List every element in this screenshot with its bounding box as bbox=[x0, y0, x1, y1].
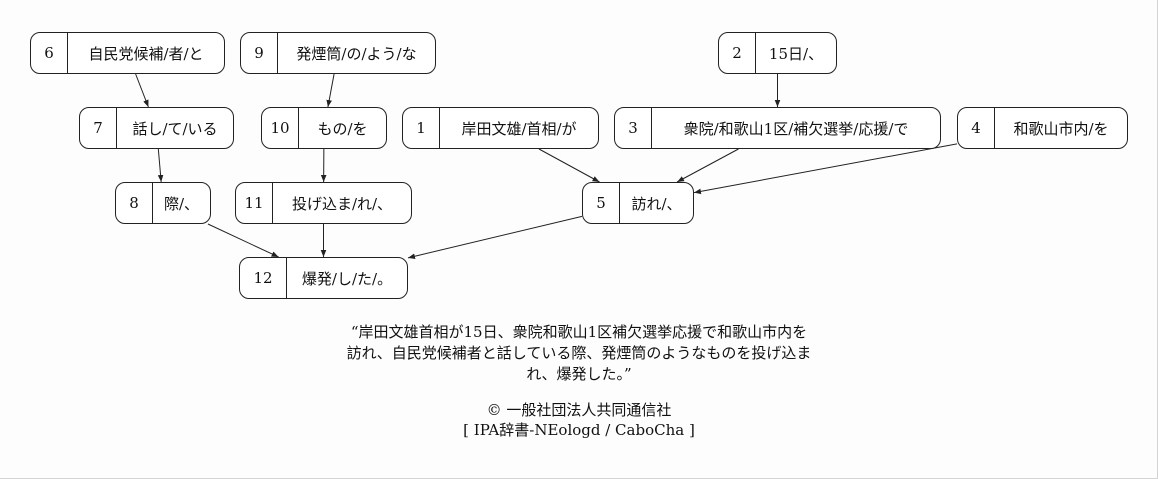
node-id: 8 bbox=[116, 183, 153, 223]
node-id: 1 bbox=[403, 108, 440, 148]
node-id: 11 bbox=[236, 183, 273, 223]
node-label: 15日/、 bbox=[768, 44, 824, 63]
node-4: 4 和歌山市内/を bbox=[957, 107, 1128, 149]
edge-1-to-5 bbox=[538, 148, 600, 183]
edge-6-to-7 bbox=[135, 73, 149, 108]
caption-line: れ、爆発した。” bbox=[526, 365, 632, 383]
tools-text: [ IPA辞書-NEologd / CaboCha ] bbox=[463, 421, 695, 439]
node-12: 12 爆発/し/た/。 bbox=[239, 257, 408, 299]
node-id: 3 bbox=[615, 108, 652, 148]
edge-4-to-5 bbox=[693, 143, 958, 195]
node-id: 6 bbox=[31, 33, 68, 73]
node-id: 2 bbox=[719, 33, 756, 73]
edge-9-to-10 bbox=[326, 73, 335, 108]
node-label: 発煙筒/の/よう/な bbox=[296, 44, 417, 63]
node-id: 4 bbox=[958, 108, 995, 148]
node-id: 9 bbox=[241, 33, 278, 73]
edge-5-to-12 bbox=[407, 215, 583, 259]
node-label: もの/を bbox=[317, 119, 368, 138]
node-label: 衆院/和歌山1区/補欠選挙/応援/で bbox=[683, 119, 909, 138]
node-label: 自民党候補/者/と bbox=[88, 44, 204, 63]
node-9: 9 発煙筒/の/よう/な bbox=[240, 32, 436, 74]
node-11: 11 投げ込ま/れ/、 bbox=[235, 182, 412, 224]
node-1: 1 岸田文雄/首相/が bbox=[402, 107, 599, 149]
caption-line: “岸田文雄首相が15日、衆院和歌山1区補欠選挙応援で和歌山市内を bbox=[350, 323, 808, 341]
node-id: 12 bbox=[240, 258, 287, 298]
node-label: 投げ込ま/れ/、 bbox=[291, 194, 393, 213]
node-5: 5 訪れ/、 bbox=[582, 182, 694, 224]
node-id: 10 bbox=[262, 108, 299, 148]
node-8: 8 際/、 bbox=[115, 182, 211, 224]
copyright-text: © 一般社団法人共同通信社 bbox=[486, 401, 672, 419]
node-6: 6 自民党候補/者/と bbox=[30, 32, 225, 74]
node-7: 7 話し/て/いる bbox=[79, 107, 234, 149]
credit-block: © 一般社団法人共同通信社 [ IPA辞書-NEologd / CaboCha … bbox=[379, 400, 779, 440]
node-label: 爆発/し/た/。 bbox=[301, 269, 393, 288]
node-id: 7 bbox=[80, 108, 117, 148]
node-id: 5 bbox=[583, 183, 620, 223]
caption-line: 訪れ、自民党候補者と話している際、発煙筒のようなものを投げ込ま bbox=[346, 344, 812, 362]
node-2: 2 15日/、 bbox=[718, 32, 837, 74]
node-3: 3 衆院/和歌山1区/補欠選挙/応援/で bbox=[614, 107, 941, 149]
node-label: 話し/て/いる bbox=[132, 119, 218, 138]
sentence-caption: “岸田文雄首相が15日、衆院和歌山1区補欠選挙応援で和歌山市内を 訪れ、自民党候… bbox=[279, 322, 879, 385]
edge-8-to-12 bbox=[207, 223, 279, 258]
edge-3-to-5 bbox=[676, 148, 739, 183]
node-label: 和歌山市内/を bbox=[1013, 119, 1109, 138]
edge-7-to-8 bbox=[157, 148, 164, 183]
node-label: 際/、 bbox=[163, 194, 200, 213]
node-label: 岸田文雄/首相/が bbox=[461, 119, 577, 138]
node-10: 10 もの/を bbox=[261, 107, 387, 149]
node-label: 訪れ/、 bbox=[631, 194, 682, 213]
